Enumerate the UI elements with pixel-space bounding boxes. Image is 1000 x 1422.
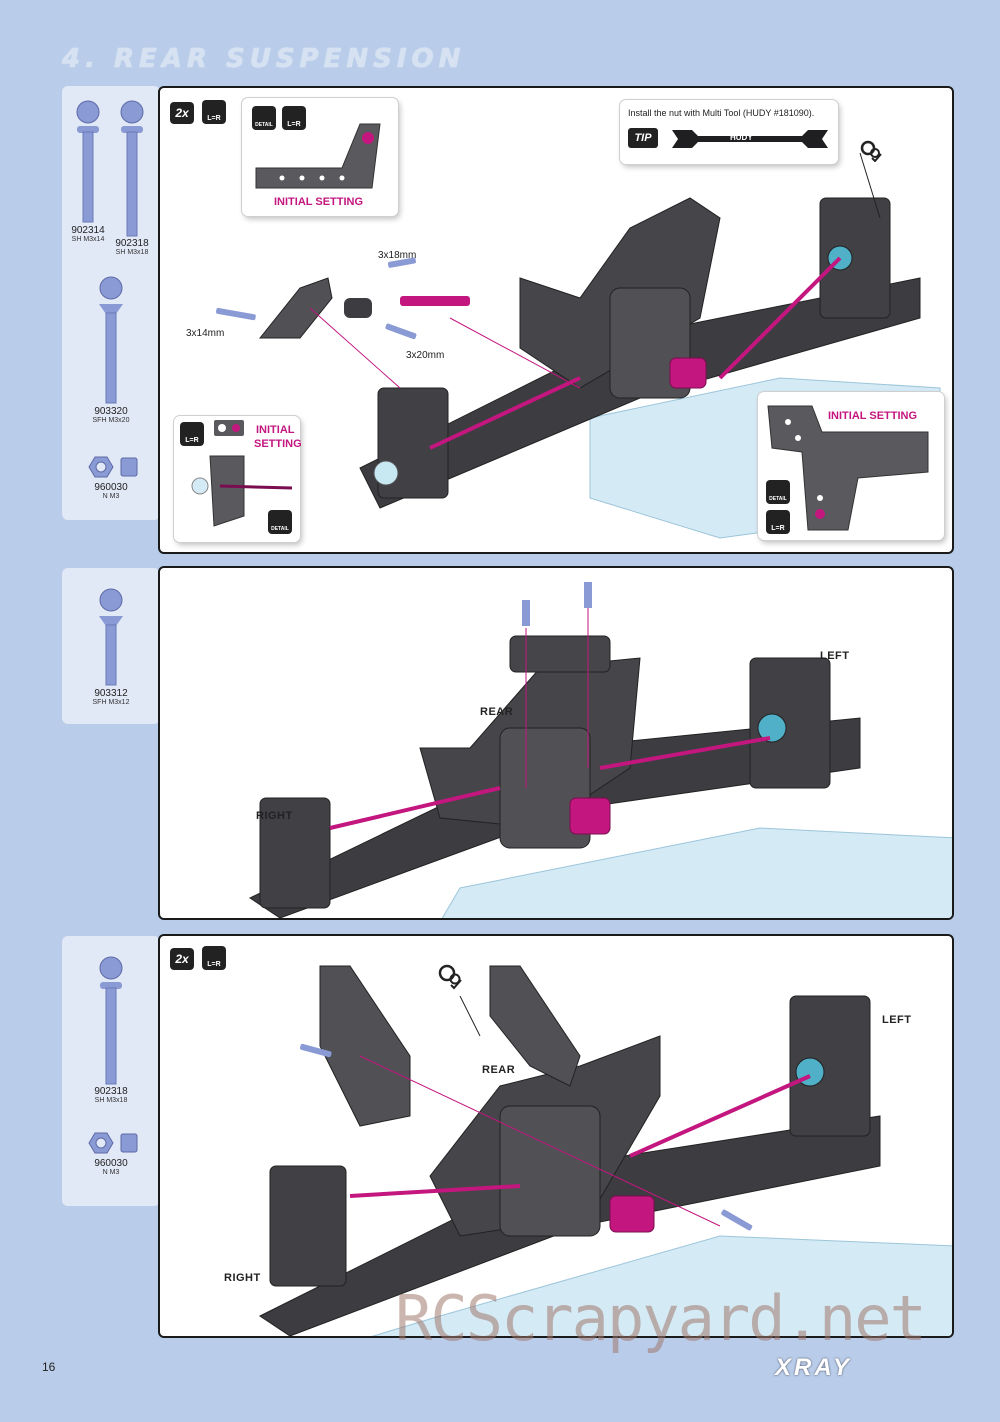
part-902314: 902314 SH M3x14	[66, 100, 110, 244]
watermark: RCScrapyard.net	[395, 1282, 927, 1355]
part-903312: 903312 SFH M3x12	[84, 588, 138, 707]
nut-icon	[88, 456, 138, 478]
parts-panel-step-2: 903312 SFH M3x12	[62, 568, 160, 724]
rear-label: REAR	[482, 1064, 516, 1076]
part-code: 902318	[94, 1086, 128, 1097]
multi-tool-icon	[672, 130, 828, 148]
inset-initial-setting-right: INITIAL SETTING DETAIL L=R	[758, 392, 944, 540]
detail-badge: DETAIL	[252, 106, 276, 130]
parts-panel-step-3: 902318 SH M3x18 960030 N M3	[62, 936, 160, 1206]
tip-text: Install the nut with Multi Tool (HUDY #1…	[628, 108, 815, 118]
part-desc: SFH M3x12	[92, 699, 130, 706]
part-903320: 903320 SFH M3x20	[84, 276, 138, 425]
rear-suspension-assembly-drawing	[259, 965, 952, 1336]
flat-head-screw-icon	[99, 276, 123, 404]
button-head-screw-icon	[76, 100, 100, 223]
flat-head-screw-icon	[99, 588, 123, 686]
right-label: RIGHT	[256, 810, 293, 822]
gear-check-icon	[438, 964, 462, 990]
part-desc: N M3	[102, 493, 120, 500]
inset-initial-setting-left: L=R INITIAL SETTING DETAIL	[174, 416, 302, 542]
nut-icon	[88, 1132, 138, 1154]
left-equals-right-badge: L=R	[282, 106, 306, 130]
section-title: 4. REAR SUSPENSION	[62, 44, 466, 74]
step-1-diagram: 2x L=R DETAIL L=R INITIAL SETTING Instal…	[158, 86, 954, 554]
left-equals-right-badge: L=R	[180, 422, 204, 446]
part-902318: 902318 SH M3x18	[110, 100, 154, 257]
initial-setting-label: INITIAL SETTING	[274, 196, 364, 208]
part-desc: SH M3x18	[115, 249, 149, 256]
left-equals-right-badge: L=R	[766, 510, 790, 534]
part-902318: 902318 SH M3x18	[84, 956, 138, 1105]
page-number: 16	[42, 1360, 56, 1374]
step-3-diagram: 2x L=R REAR LEFT RIGHT	[158, 934, 954, 1338]
part-code: 960030	[94, 482, 128, 493]
left-equals-right-badge: L=R	[202, 946, 226, 970]
dimension-3x20: 3x20mm	[406, 350, 445, 361]
rear-suspension-assembly-drawing	[248, 582, 952, 918]
tip-label: TIP	[628, 128, 658, 148]
quantity-badge: 2x	[170, 102, 194, 124]
part-960030: 960030 N M3	[78, 1128, 144, 1177]
shock-tower-detail-icon	[767, 405, 929, 531]
camber-link-plate-icon	[255, 123, 381, 189]
part-code: 902318	[115, 238, 149, 249]
setting-label: SETTING	[254, 438, 302, 450]
left-label: LEFT	[882, 1014, 912, 1026]
detail-badge: DETAIL	[268, 510, 292, 534]
part-code: 960030	[94, 1158, 128, 1169]
rear-label: REAR	[480, 706, 514, 718]
right-label: RIGHT	[224, 1272, 261, 1284]
brand-logo: XRAY	[775, 1354, 852, 1381]
quantity-badge: 2x	[170, 948, 194, 970]
part-desc: N M3	[102, 1169, 120, 1176]
part-desc: SH M3x14	[71, 236, 105, 243]
parts-panel-step-1: 902314 SH M3x14 902318 SH M3x18 903320 S…	[62, 86, 160, 520]
part-960030: 960030 N M3	[78, 452, 144, 501]
tool-name: HUDY	[730, 133, 753, 142]
initial-label: INITIAL	[256, 424, 295, 436]
part-code: 903312	[94, 688, 128, 699]
part-desc: SFH M3x20	[92, 417, 130, 424]
gear-check-icon	[860, 140, 882, 162]
detail-badge: DETAIL	[766, 480, 790, 504]
step-2-diagram: REAR LEFT RIGHT	[158, 566, 954, 920]
left-equals-right-badge: L=R	[202, 100, 226, 124]
button-head-screw-icon	[99, 956, 123, 1085]
inset-initial-setting-top: DETAIL L=R INITIAL SETTING	[242, 98, 398, 216]
button-head-screw-icon	[120, 100, 144, 237]
tip-box: Install the nut with Multi Tool (HUDY #1…	[620, 100, 838, 164]
dimension-3x14: 3x14mm	[186, 328, 225, 339]
dimension-3x18: 3x18mm	[378, 250, 417, 261]
part-code: 903320	[94, 406, 128, 417]
initial-setting-label: INITIAL SETTING	[828, 410, 918, 422]
left-label: LEFT	[820, 650, 850, 662]
hub-carrier-detail-icon	[191, 420, 293, 527]
part-desc: SH M3x18	[94, 1097, 128, 1104]
part-code: 902314	[71, 225, 105, 236]
